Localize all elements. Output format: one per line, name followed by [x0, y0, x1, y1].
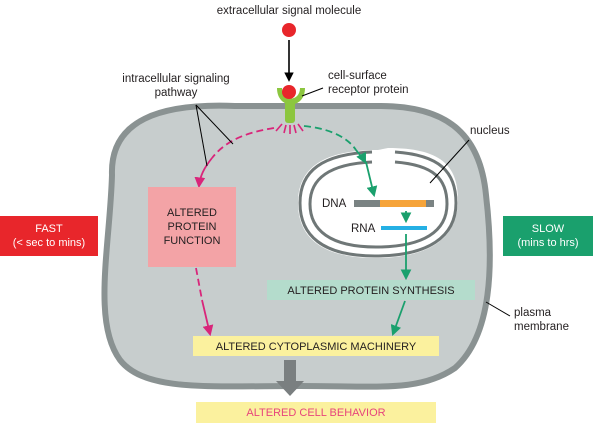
fast-label-line2: (< sec to mins)	[13, 237, 85, 249]
receptor-label-line2: receptor protein	[328, 84, 409, 96]
altered-behavior-box	[196, 402, 436, 423]
fast-pathway	[194, 127, 275, 337]
rna-label: RNA	[351, 223, 376, 235]
altered-function-line2: PROTEIN	[168, 221, 217, 233]
extracellular-signal-label: extracellular signal molecule	[217, 5, 361, 17]
slow-pathway	[303, 125, 412, 337]
output-arrow	[276, 360, 304, 396]
activation-burst	[275, 123, 304, 134]
signal-molecule-top	[282, 23, 296, 37]
altered-machinery-box	[193, 336, 439, 356]
pathway-pointers	[195, 104, 234, 167]
altered-behavior-label: ALTERED CELL BEHAVIOR	[246, 407, 385, 419]
slow-label-line1: SLOW	[532, 223, 565, 235]
fast-label-line1: FAST	[35, 223, 63, 235]
plasma-membrane-label-line1: plasma	[514, 307, 552, 319]
altered-synthesis-box	[267, 280, 475, 300]
signal-molecule-bound	[282, 85, 296, 99]
fast-box	[0, 216, 98, 256]
receptor-label-line1: cell-surface	[328, 70, 387, 82]
altered-function-line1: ALTERED	[167, 207, 217, 219]
plasma-membrane-pointer	[485, 301, 511, 317]
altered-synthesis-label: ALTERED PROTEIN SYNTHESIS	[287, 285, 454, 297]
receptor-pointer	[301, 87, 324, 97]
nucleus-inner-membrane	[308, 160, 449, 249]
dna-strand	[354, 200, 434, 207]
slow-label-line2: (mins to hrs)	[517, 237, 578, 249]
rna-strand	[381, 226, 427, 230]
intracellular-pathway-label-line1: intracellular signaling	[122, 73, 229, 85]
altered-machinery-label: ALTERED CYTOPLASMIC MACHINERY	[216, 341, 417, 353]
dna-label: DNA	[322, 198, 347, 210]
intracellular-pathway-label-line2: pathway	[155, 87, 198, 99]
nucleus-pointer	[429, 139, 470, 184]
altered-function-box	[148, 187, 236, 267]
plasma-membrane-label-line2: membrane	[514, 321, 569, 333]
receptor-protein	[277, 88, 305, 123]
altered-function-line3: FUNCTION	[164, 235, 221, 247]
slow-box	[503, 216, 593, 256]
nucleus-outer-membrane	[298, 150, 458, 258]
nucleus-label: nucleus	[470, 125, 510, 137]
